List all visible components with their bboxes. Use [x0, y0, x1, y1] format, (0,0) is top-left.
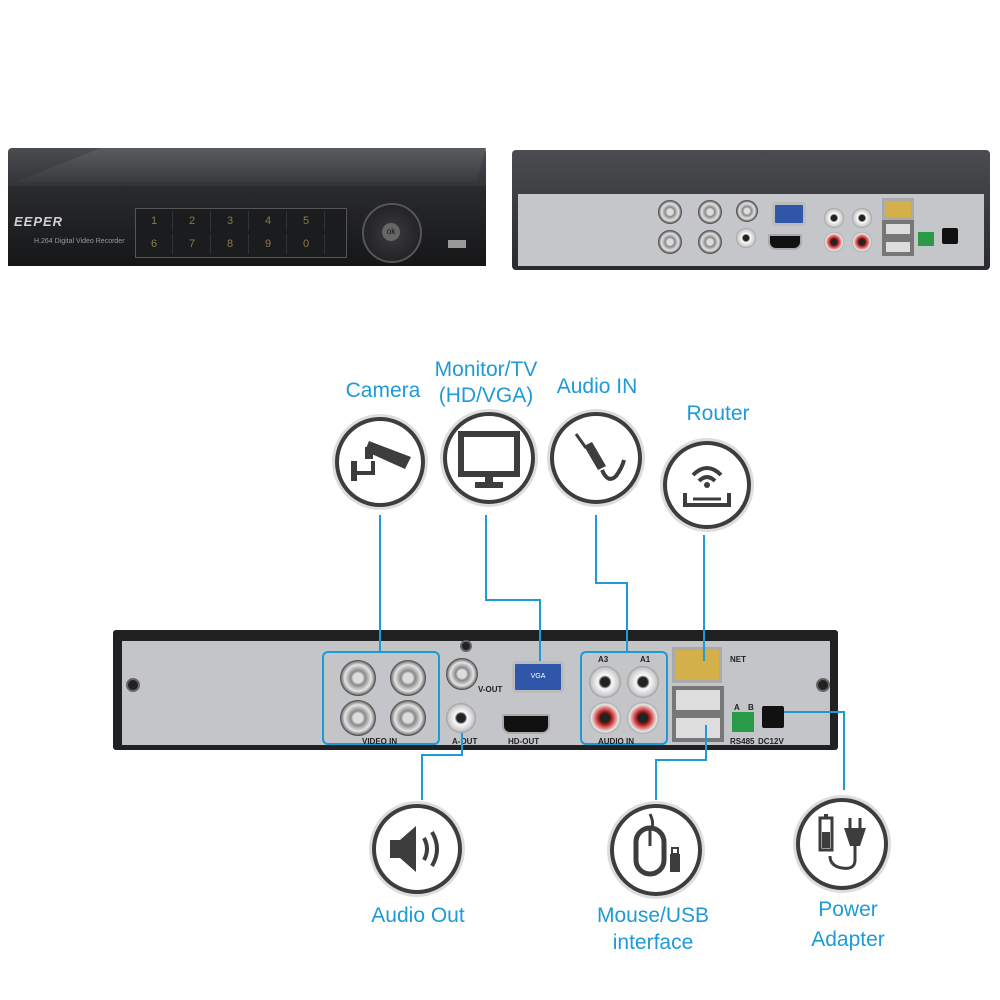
- monitor-label-line1: Monitor/TV: [434, 358, 538, 381]
- bnc-port: [390, 700, 426, 736]
- key: 8: [212, 234, 249, 254]
- key: 6: [136, 234, 173, 254]
- rca-audio-port: [627, 666, 659, 698]
- audio-in-label: AUDIO IN: [598, 737, 634, 746]
- video-in-group: [322, 651, 440, 745]
- power-label-line1: Power: [818, 898, 878, 921]
- a3-label: A3: [598, 655, 609, 664]
- audio-out-label: Audio Out: [371, 904, 465, 927]
- bnc-port: [340, 700, 376, 736]
- key: 9: [250, 234, 287, 254]
- dvr-rear-unit-small: [512, 150, 990, 270]
- front-usb-port: [448, 240, 466, 248]
- rca-audio-port: [627, 702, 659, 734]
- rca-audio-port: [589, 702, 621, 734]
- v-out-label: V-OUT: [478, 685, 503, 694]
- screw: [126, 678, 140, 692]
- screw: [460, 640, 472, 652]
- net-label: NET: [730, 655, 746, 664]
- rs485-label: RS485: [730, 737, 755, 746]
- key: 7: [174, 234, 211, 254]
- bnc-port: [390, 660, 426, 696]
- a-out-label: A-OUT: [452, 737, 478, 746]
- monitor-label-line2: (HD/VGA): [438, 384, 534, 407]
- audio-in-callout-label: Audio IN: [556, 375, 638, 398]
- a-out-port: [446, 703, 476, 733]
- hd-out-label: HD-OUT: [508, 737, 540, 746]
- key: 1: [136, 211, 173, 231]
- ok-button: ok: [382, 223, 400, 241]
- router-label: Router: [686, 402, 750, 425]
- audio-in-group: [580, 651, 668, 745]
- monitor-icon: [443, 412, 535, 504]
- rs485-terminal: [732, 712, 754, 732]
- screw: [816, 678, 830, 692]
- brand-logo: EEPER: [14, 214, 64, 229]
- camera-icon: [335, 417, 425, 507]
- b-label: B: [748, 703, 754, 712]
- hdmi-port: [502, 714, 550, 734]
- mouse-label-line2: interface: [612, 931, 694, 954]
- ethernet-port: [672, 647, 722, 683]
- speaker-icon: [372, 804, 462, 894]
- usb-port: [672, 714, 724, 742]
- a-label: A: [734, 703, 740, 712]
- audio-jack-icon: [550, 412, 642, 504]
- dc-power-jack: [762, 706, 784, 728]
- a1-label: A1: [640, 655, 651, 664]
- dc12v-label: DC12V: [758, 737, 784, 746]
- rca-audio-port: [589, 666, 621, 698]
- camera-label: Camera: [345, 379, 421, 402]
- key: 0: [288, 234, 325, 254]
- router-icon: [663, 441, 751, 529]
- bnc-port: [340, 660, 376, 696]
- power-plug-icon: [796, 798, 888, 890]
- mouse-icon: [610, 804, 702, 896]
- key: 4: [250, 211, 287, 231]
- power-label-line2: Adapter: [811, 928, 885, 951]
- front-keypad: 1 2 3 4 5 6 7 8 9 0: [135, 208, 347, 258]
- v-out-port: [446, 658, 478, 690]
- video-in-label: VIDEO IN: [362, 737, 398, 746]
- model-text: H.264 Digital Video Recorder: [34, 238, 125, 245]
- vga-port: VGA: [512, 661, 564, 693]
- key: 5: [288, 211, 325, 231]
- mouse-label-line1: Mouse/USB: [596, 904, 710, 927]
- key: 2: [174, 211, 211, 231]
- usb-port: [672, 686, 724, 714]
- key: 3: [212, 211, 249, 231]
